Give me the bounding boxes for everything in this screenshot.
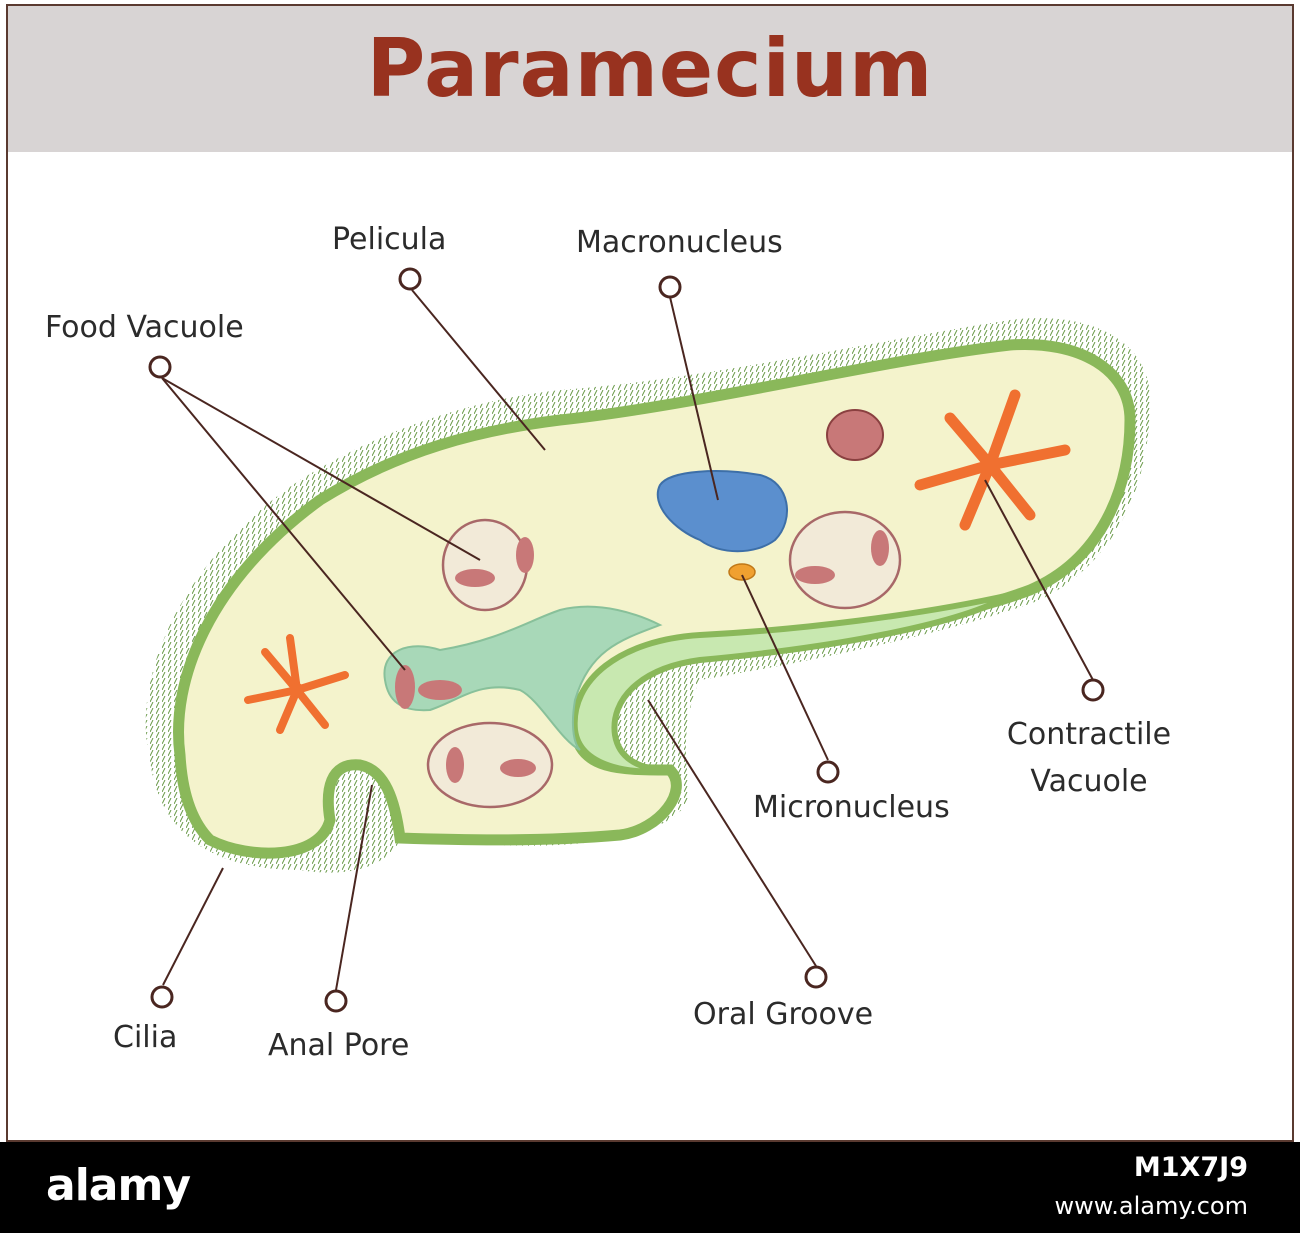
- micronucleus-shape: [728, 563, 756, 581]
- contractile-vacuole-right: [914, 389, 1071, 531]
- label-markers: [148, 267, 1105, 1013]
- label-food-vacuole: Food Vacuole: [45, 310, 244, 345]
- cilia-marker: [150, 985, 174, 1009]
- leader-lines: [161, 289, 1094, 991]
- macronucleus-marker: [658, 275, 682, 299]
- food-vacuole-marker: [148, 355, 172, 379]
- oral-groove-marker: [804, 965, 828, 989]
- image-id: M1X7J9: [1133, 1152, 1248, 1183]
- anal-pore-marker: [324, 989, 348, 1013]
- label-pelicula: Pelicula: [332, 222, 447, 257]
- food-vacuole-4: [395, 665, 462, 709]
- footer-bar: alamy M1X7J9 www.alamy.com: [0, 1142, 1300, 1233]
- site-url: www.alamy.com: [1054, 1192, 1248, 1220]
- label-micronucleus: Micronucleus: [753, 790, 950, 825]
- food-vacuole-3: [426, 721, 554, 809]
- label-contractile-vacuole-line2: Vacuole: [1030, 764, 1148, 799]
- gullet: [383, 605, 663, 751]
- oral-groove-shape: [571, 592, 1012, 775]
- micronucleus-marker: [816, 760, 840, 784]
- title-bar: Paramecium: [8, 6, 1292, 152]
- label-anal-pore: Anal Pore: [268, 1028, 410, 1063]
- brand-logo: alamy: [46, 1160, 191, 1211]
- macronucleus-shape: [656, 470, 788, 553]
- small-nucleus: [826, 409, 884, 461]
- label-macronucleus: Macronucleus: [576, 225, 783, 260]
- label-cilia: Cilia: [113, 1020, 178, 1055]
- page-title: Paramecium: [366, 22, 934, 115]
- food-vacuole-2: [788, 510, 902, 610]
- contractile-vacuole-left: [244, 634, 349, 734]
- contractile-vacuole-marker: [1081, 678, 1105, 702]
- label-oral-groove: Oral Groove: [693, 997, 874, 1032]
- label-contractile-vacuole-line1: Contractile: [1006, 717, 1172, 752]
- paramecium-diagram: [145, 267, 1150, 1013]
- pelicula-marker: [398, 267, 422, 291]
- food-vacuole-1: [441, 518, 534, 612]
